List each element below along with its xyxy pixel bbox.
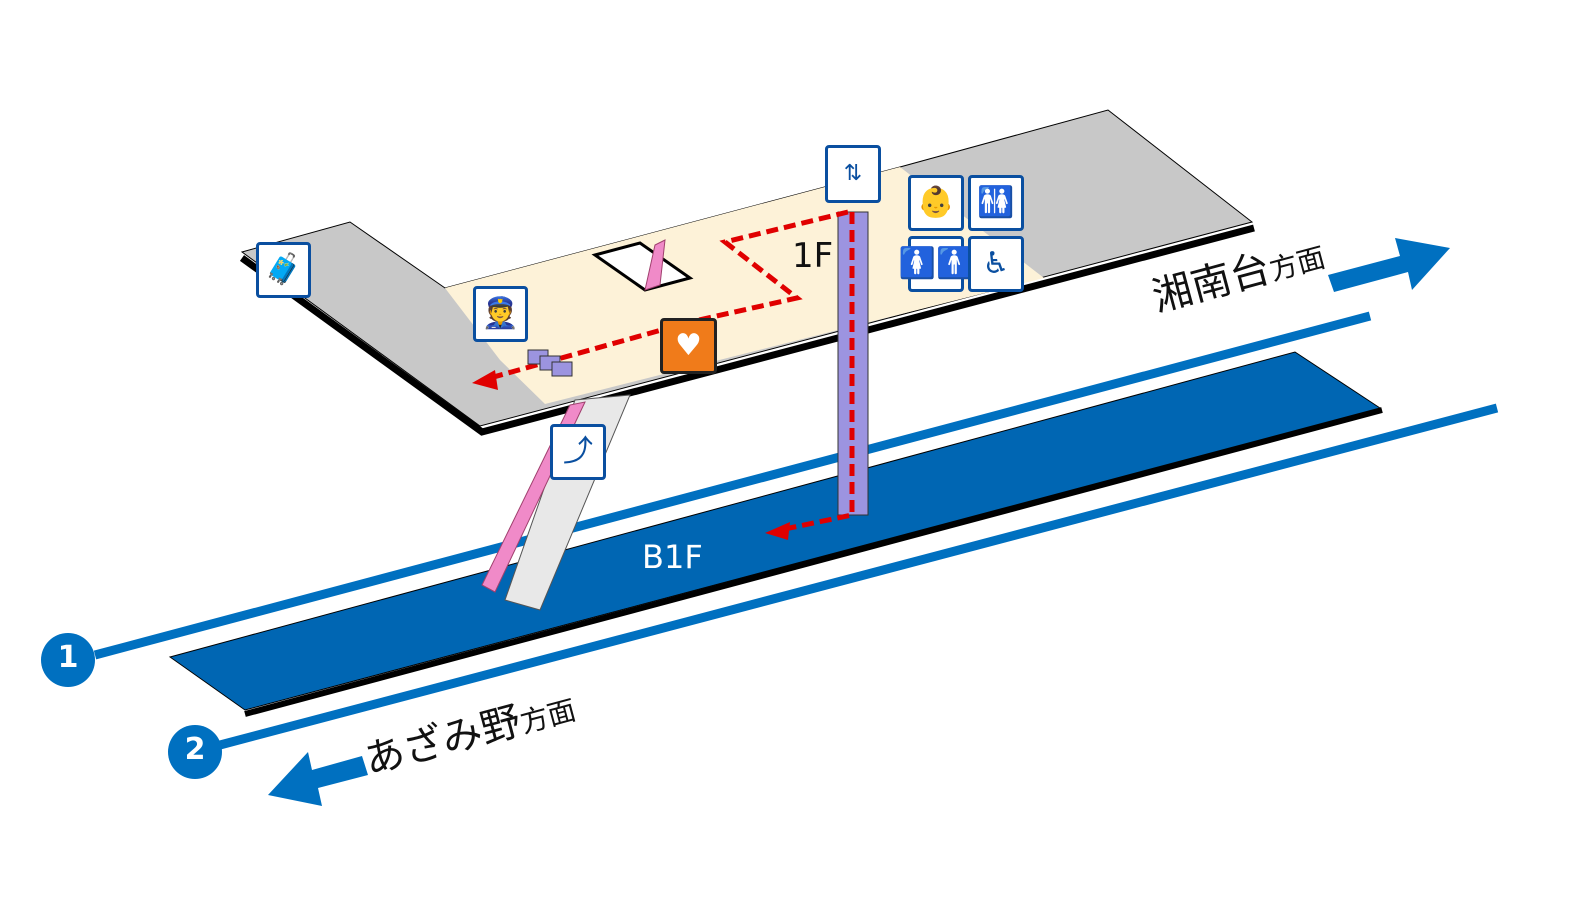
arrow-right-icon <box>1328 238 1450 292</box>
elevator-icon: ⇅ <box>825 145 881 203</box>
track-2-badge <box>168 725 222 779</box>
arrow-left-icon <box>268 752 368 806</box>
aed-icon: ♥ <box>660 318 717 374</box>
coin-locker-icon: 🧳 <box>256 242 311 298</box>
multipurpose-toilet-icon: 🚻 <box>968 175 1024 231</box>
floor-label-b1f: B1F <box>642 538 703 576</box>
track-1-line <box>93 311 1372 660</box>
station-staff-icon: 👮 <box>473 286 528 342</box>
baby-care-icon: 👶 <box>908 175 964 231</box>
upper-floor-shadow <box>239 224 1255 436</box>
route-concourse <box>489 209 849 381</box>
concourse-area <box>445 167 1044 404</box>
floor-label-1f: 1F <box>792 236 834 276</box>
route-arrow-icon <box>472 370 498 390</box>
track-1-badge <box>41 633 95 687</box>
ticket-gate-icon <box>527 349 573 377</box>
escalator-icon: ⤴ <box>550 424 606 480</box>
escalator-top <box>644 239 666 291</box>
route-arrow-icon <box>765 522 790 540</box>
route-elevator <box>779 212 855 533</box>
direction-suffix: 方面 <box>516 693 580 740</box>
track-1-number: 1 <box>57 640 79 675</box>
track-2-number: 2 <box>184 732 206 767</box>
wheelchair-icon: ♿ <box>968 236 1024 292</box>
direction-suffix: 方面 <box>1266 240 1329 288</box>
restroom-icon: 🚺🚹 <box>899 236 973 292</box>
track-2-line <box>218 403 1499 750</box>
stair-opening <box>591 241 694 292</box>
